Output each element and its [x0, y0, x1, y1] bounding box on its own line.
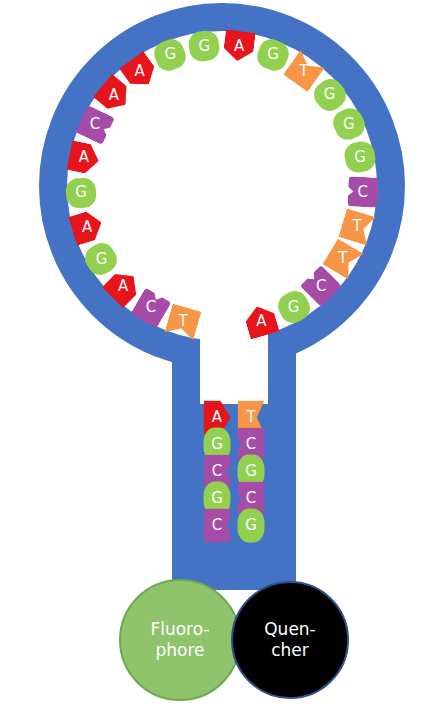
- base-letter: A: [246, 306, 276, 336]
- nucleotide-piece: A: [99, 80, 129, 110]
- base-letter: C: [200, 512, 234, 539]
- circle-label: Quen- cher: [254, 619, 326, 662]
- base-letter: C: [136, 293, 166, 323]
- nucleotide-piece: G: [234, 458, 268, 485]
- nucleotide-piece: C: [200, 458, 234, 485]
- nucleotide-piece: A: [125, 57, 155, 87]
- nucleotide-piece: C: [234, 485, 268, 512]
- base-letter: G: [66, 178, 96, 208]
- nucleotide-piece: C: [200, 512, 234, 539]
- base-letter: A: [108, 272, 138, 302]
- base-letter: G: [258, 40, 288, 70]
- base-letter: G: [334, 109, 364, 139]
- base-letter: C: [348, 177, 378, 207]
- fluorophore-circle: Fluoro- phore: [119, 579, 241, 701]
- nucleotide-piece: G: [200, 485, 234, 512]
- nucleotide-piece: C: [348, 177, 378, 207]
- base-letter: G: [200, 485, 234, 512]
- nucleotide-piece: G: [66, 178, 96, 208]
- quencher-circle: Quen- cher: [231, 581, 349, 699]
- base-letter: T: [168, 307, 198, 337]
- base-letter: A: [224, 31, 254, 61]
- nucleotide-piece: G: [334, 109, 364, 139]
- nucleotide-piece: T: [342, 212, 372, 242]
- base-letter: G: [86, 244, 116, 274]
- nucleotide-piece: T: [328, 244, 358, 274]
- base-letter: G: [279, 292, 309, 322]
- loop-backbone: [53, 17, 391, 355]
- base-letter: T: [234, 404, 268, 431]
- circle-label: Fluoro- phore: [144, 619, 216, 662]
- base-letter: A: [72, 212, 102, 242]
- nucleotide-piece: A: [69, 143, 99, 173]
- base-letter: G: [234, 458, 268, 485]
- base-letter: A: [125, 57, 155, 87]
- nucleotide-piece: G: [258, 40, 288, 70]
- base-letter: A: [99, 80, 129, 110]
- nucleotide-piece: A: [72, 212, 102, 242]
- base-letter: G: [189, 31, 219, 61]
- base-letter: G: [200, 431, 234, 458]
- base-letter: G: [234, 512, 268, 539]
- stem-opening: [200, 330, 268, 404]
- base-letter: A: [69, 143, 99, 173]
- nucleotide-piece: G: [234, 512, 268, 539]
- base-letter: T: [342, 212, 372, 242]
- nucleotide-piece: A: [224, 31, 254, 61]
- base-letter: C: [234, 485, 268, 512]
- nucleotide-piece: G: [86, 244, 116, 274]
- nucleotide-piece: C: [234, 431, 268, 458]
- nucleotide-piece: G: [279, 292, 309, 322]
- base-letter: C: [200, 458, 234, 485]
- nucleotide-piece: A: [200, 404, 234, 431]
- nucleotide-piece: G: [189, 31, 219, 61]
- nucleotide-piece: A: [108, 272, 138, 302]
- base-letter: G: [155, 40, 185, 70]
- nucleotide-piece: G: [155, 40, 185, 70]
- nucleotide-piece: C: [136, 293, 166, 323]
- nucleotide-piece: A: [246, 306, 276, 336]
- nucleotide-piece: C: [306, 271, 336, 301]
- nucleotide-piece: G: [315, 80, 345, 110]
- base-letter: C: [80, 110, 110, 140]
- base-letter: T: [289, 56, 319, 86]
- nucleotide-piece: C: [80, 110, 110, 140]
- nucleotide-piece: T: [168, 307, 198, 337]
- base-letter: G: [315, 80, 345, 110]
- base-letter: C: [234, 431, 268, 458]
- nucleotide-piece: T: [234, 404, 268, 431]
- base-letter: A: [200, 404, 234, 431]
- nucleotide-piece: T: [289, 56, 319, 86]
- nucleotide-piece: G: [200, 431, 234, 458]
- base-letter: T: [328, 244, 358, 274]
- base-letter: C: [306, 271, 336, 301]
- base-letter: G: [345, 142, 375, 172]
- nucleotide-piece: G: [345, 142, 375, 172]
